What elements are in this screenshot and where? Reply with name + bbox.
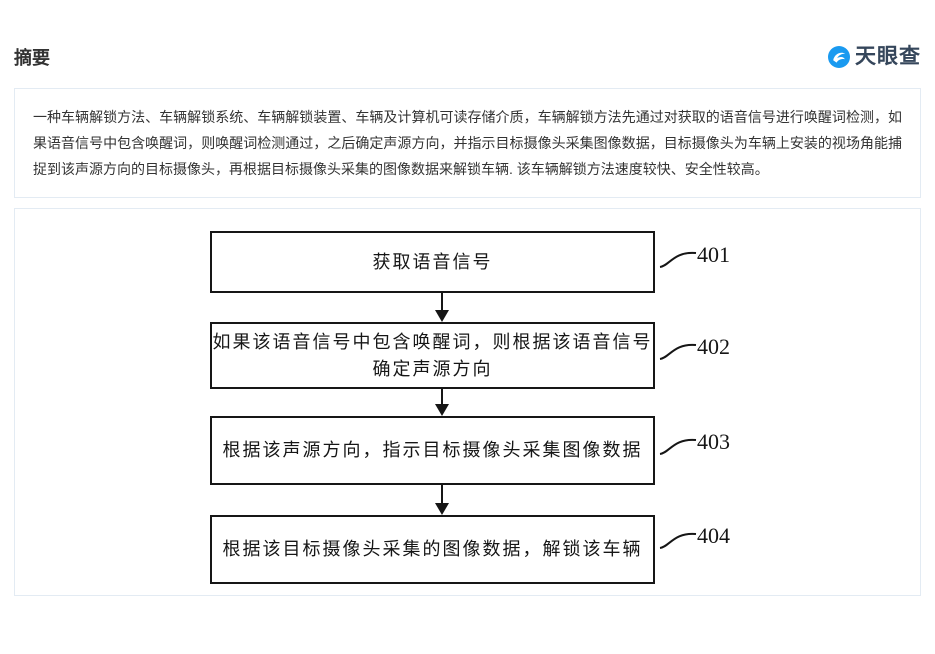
flow-step-text: 根据该目标摄像头采集的图像数据，解锁该车辆 (222, 539, 643, 559)
flow-step-box-404: 根据该目标摄像头采集的图像数据，解锁该车辆 (210, 515, 655, 584)
page-title: 摘要 (14, 48, 50, 68)
reference-number: 403 (697, 429, 730, 454)
tianyancha-eye-icon (828, 46, 850, 68)
abstract-text: 一种车辆解锁方法、车辆解锁系统、车辆解锁装置、车辆及计算机可读存储介质，车辆解锁… (33, 109, 902, 177)
leader-line-icon (659, 251, 697, 268)
brand-name: 天眼查 (855, 45, 921, 68)
leader-line-icon (659, 343, 697, 360)
flow-step-text: 根据该声源方向，指示目标摄像头采集图像数据 (222, 440, 643, 460)
down-arrow-connector (435, 293, 449, 322)
flow-step-box-403: 根据该声源方向，指示目标摄像头采集图像数据 (210, 416, 655, 485)
flow-step-box-401: 获取语音信号 (210, 231, 655, 293)
reference-number: 404 (697, 523, 730, 548)
leader-line-icon (659, 532, 697, 549)
flow-step-text: 获取语音信号 (372, 251, 493, 272)
reference-label-403: 403 (659, 429, 730, 455)
reference-label-404: 404 (659, 523, 730, 549)
flow-step-text: 如果该语音信号中包含唤醒词，则根据该语音信号 确定声源方向 (212, 331, 653, 379)
abstract-panel: 一种车辆解锁方法、车辆解锁系统、车辆解锁装置、车辆及计算机可读存储介质，车辆解锁… (14, 88, 921, 198)
reference-label-401: 401 (659, 242, 730, 268)
leader-line-icon (659, 438, 697, 455)
down-arrow-connector (435, 485, 449, 515)
section-header: 摘要 天眼查 (14, 44, 921, 70)
reference-label-402: 402 (659, 334, 730, 360)
flow-step-box-402: 如果该语音信号中包含唤醒词，则根据该语音信号 确定声源方向 (210, 322, 655, 389)
down-arrow-connector (435, 389, 449, 416)
reference-number: 401 (697, 242, 730, 267)
tianyancha-logo[interactable]: 天眼查 (828, 46, 921, 68)
patent-figure-panel: 获取语音信号 如果该语音信号中包含唤醒词，则根据该语音信号 确定声源方向 根据该… (14, 208, 921, 596)
reference-number: 402 (697, 334, 730, 359)
